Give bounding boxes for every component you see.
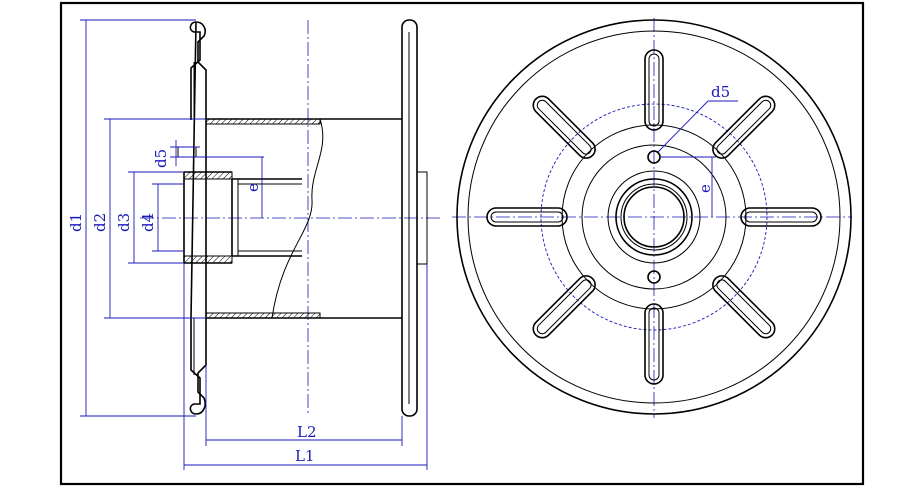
d5-front-leader bbox=[657, 100, 709, 153]
radial-slots bbox=[486, 49, 822, 385]
hub-hatch-bottom bbox=[183, 255, 233, 264]
e-front-label: e bbox=[696, 184, 714, 193]
slot-90 bbox=[740, 207, 822, 227]
slot-0 bbox=[644, 49, 664, 131]
inner-ring-1 bbox=[561, 124, 747, 310]
slot-180 bbox=[644, 303, 664, 385]
slot-225 bbox=[532, 275, 596, 339]
d4-label: d4 bbox=[139, 213, 157, 232]
barrel-wall-bottom bbox=[205, 312, 321, 319]
L2-label: L2 bbox=[297, 423, 317, 441]
pitch-circle bbox=[540, 103, 768, 331]
barrel-break-line bbox=[271, 118, 324, 319]
slot-135 bbox=[712, 275, 776, 339]
left-flange bbox=[189, 21, 207, 415]
flange-rim-circle bbox=[467, 30, 841, 404]
flange-outer-circle bbox=[456, 19, 852, 415]
inner-ring-3 bbox=[607, 170, 701, 264]
inner-ring-2 bbox=[581, 144, 727, 290]
barrel-wall-top bbox=[205, 118, 321, 125]
slot-270 bbox=[486, 207, 568, 227]
d1-label: d1 bbox=[67, 213, 85, 232]
barrel-outline bbox=[206, 118, 402, 319]
side-section-view: d1 d2 d3 d4 d5 e L2 L1 bbox=[67, 19, 440, 470]
slot-315 bbox=[532, 95, 596, 159]
slot-45 bbox=[712, 95, 776, 159]
d3-label: d3 bbox=[115, 213, 133, 232]
hub-outline bbox=[183, 171, 302, 264]
drawing-border bbox=[59, 1, 865, 486]
front-view: d5 e bbox=[452, 18, 852, 418]
L1-label: L1 bbox=[295, 447, 315, 465]
right-boss bbox=[416, 171, 428, 265]
bore-mid bbox=[620, 183, 688, 251]
d5-front-label: d5 bbox=[711, 83, 730, 101]
bore-outer bbox=[615, 178, 693, 256]
hub-hatch-top bbox=[183, 171, 233, 180]
e-side-label: e bbox=[244, 183, 262, 192]
d2-label: d2 bbox=[91, 213, 109, 232]
bore-inner bbox=[623, 186, 685, 248]
drive-hole-bottom bbox=[647, 270, 661, 284]
d5-side-label: d5 bbox=[152, 149, 170, 168]
